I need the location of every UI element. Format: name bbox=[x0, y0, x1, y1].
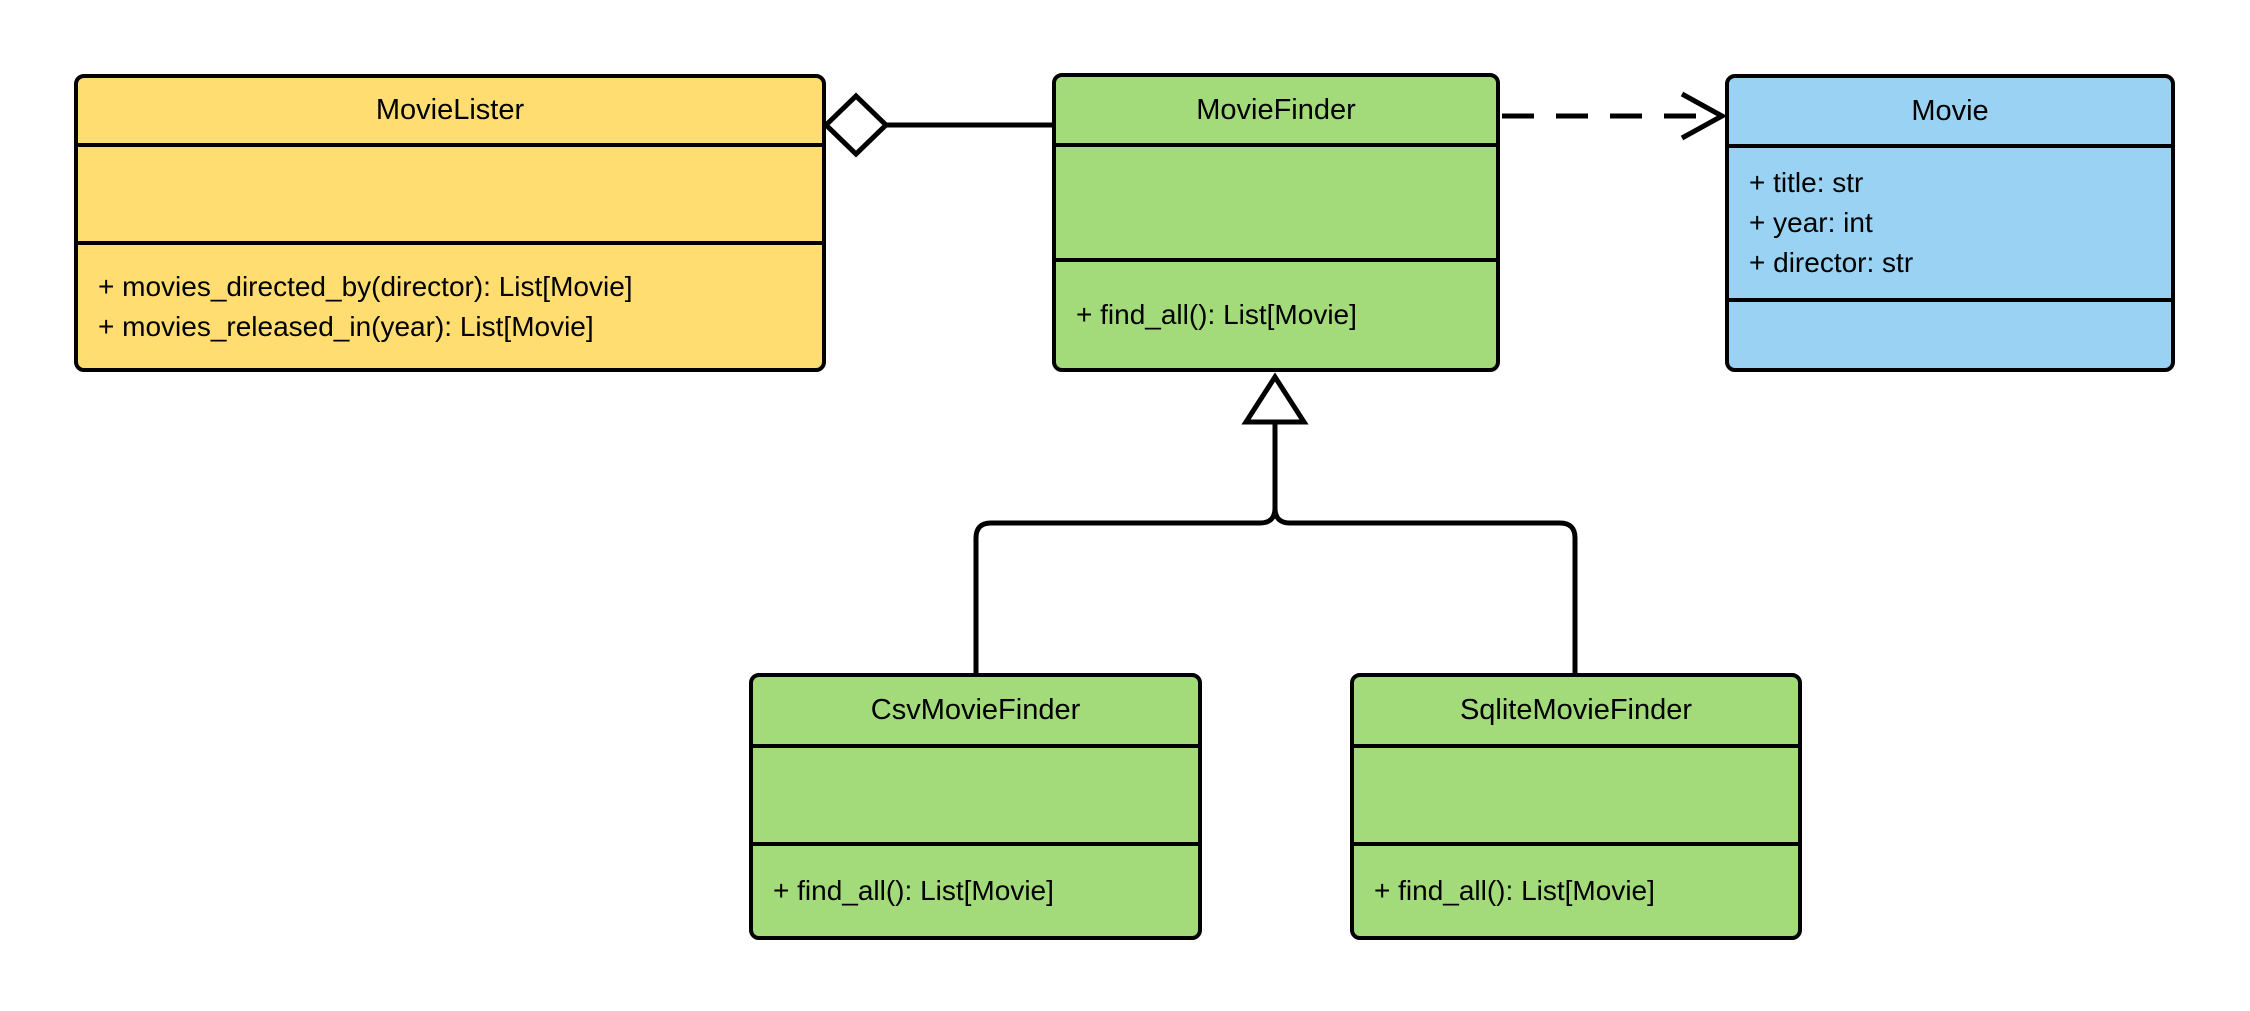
method-find-all: + find_all(): List[Movie] bbox=[773, 875, 1054, 906]
inheritance-branch-sqlitemoviefinder bbox=[1272, 507, 1578, 675]
aggregation-connector-movielister-moviefinder bbox=[822, 92, 1052, 158]
class-movie: Movie + title: str + year: int + directo… bbox=[1725, 74, 2175, 372]
class-movie-title: Movie bbox=[1729, 78, 2171, 148]
attribute-title: + title: str bbox=[1749, 167, 1864, 198]
class-movielister-attributes bbox=[78, 147, 822, 245]
class-csvmoviefinder-title: CsvMovieFinder bbox=[753, 677, 1198, 748]
class-movie-attributes: + title: str + year: int + director: str bbox=[1729, 148, 2171, 302]
method-movies-released-in: + movies_released_in(year): List[Movie] bbox=[98, 310, 594, 342]
method-movies-directed-by: + movies_directed_by(director): List[Mov… bbox=[98, 270, 633, 302]
inheritance-triangle-icon bbox=[1241, 372, 1309, 425]
class-csvmoviefinder-attributes bbox=[753, 748, 1198, 846]
class-moviefinder-attributes bbox=[1056, 147, 1496, 262]
class-moviefinder: MovieFinder + find_all(): List[Movie] bbox=[1052, 73, 1500, 372]
class-moviefinder-methods: + find_all(): List[Movie] bbox=[1056, 262, 1496, 368]
class-csvmoviefinder: CsvMovieFinder + find_all(): List[Movie] bbox=[749, 673, 1202, 940]
dependency-arrow-moviefinder-movie bbox=[1502, 91, 1728, 141]
attribute-director: + director: str bbox=[1749, 247, 1914, 278]
class-sqlitemoviefinder: SqliteMovieFinder + find_all(): List[Mov… bbox=[1350, 673, 1802, 940]
class-movielister-methods: + movies_directed_by(director): List[Mov… bbox=[78, 245, 822, 368]
attribute-year: + year: int bbox=[1749, 207, 1873, 238]
class-sqlitemoviefinder-attributes bbox=[1354, 748, 1798, 846]
class-csvmoviefinder-methods: + find_all(): List[Movie] bbox=[753, 846, 1198, 936]
class-sqlitemoviefinder-methods: + find_all(): List[Movie] bbox=[1354, 846, 1798, 936]
class-movielister-title: MovieLister bbox=[78, 78, 822, 147]
inheritance-connector-group bbox=[973, 372, 1578, 675]
class-sqlitemoviefinder-title: SqliteMovieFinder bbox=[1354, 677, 1798, 748]
class-movie-methods bbox=[1729, 302, 2171, 368]
method-find-all: + find_all(): List[Movie] bbox=[1374, 875, 1655, 906]
class-moviefinder-title: MovieFinder bbox=[1056, 77, 1496, 147]
inheritance-branch-csvmoviefinder bbox=[973, 422, 1278, 675]
dependency-arrowhead-icon bbox=[1680, 91, 1728, 141]
class-movielister: MovieLister + movies_directed_by(directo… bbox=[74, 74, 826, 372]
method-find-all: + find_all(): List[Movie] bbox=[1076, 299, 1357, 330]
aggregation-diamond-icon bbox=[822, 92, 890, 158]
